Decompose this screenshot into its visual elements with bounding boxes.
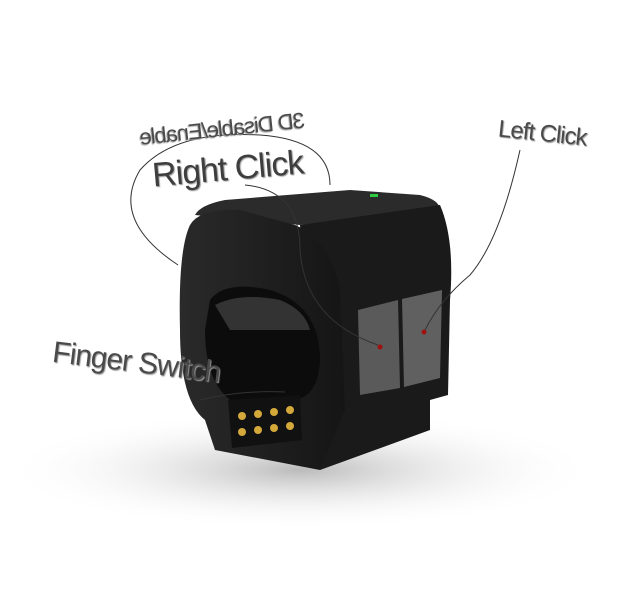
leader-left-click [424, 149, 521, 331]
leader-3d [130, 133, 331, 266]
left-click-button[interactable] [402, 290, 442, 387]
status-indicator-led [370, 194, 378, 197]
floor-shadow [0, 410, 600, 530]
leader-right-click [244, 184, 379, 346]
finger-switch-contacts[interactable] [228, 395, 302, 448]
leader-finger-switch [199, 391, 286, 401]
